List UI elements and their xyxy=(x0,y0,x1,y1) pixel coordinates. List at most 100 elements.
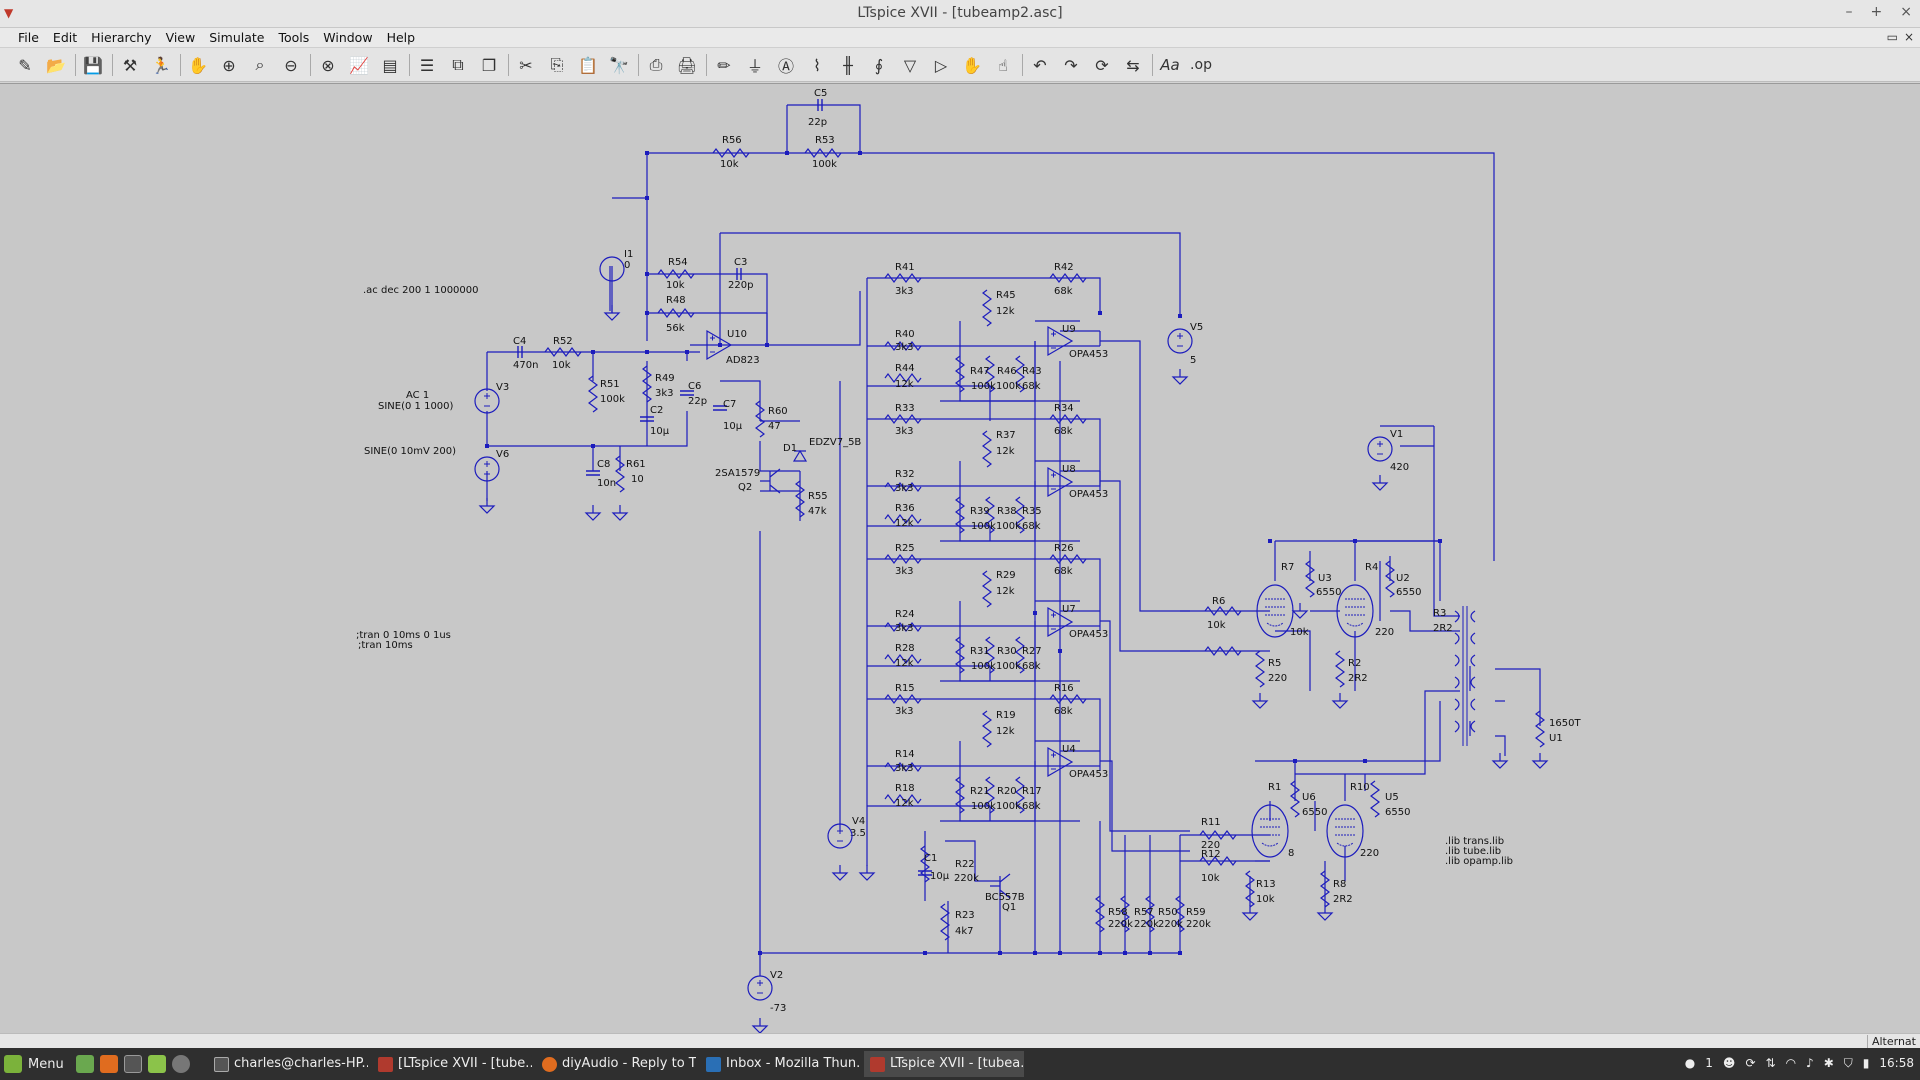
component-label: BC557B xyxy=(985,892,1025,903)
mdi-restore-icon[interactable]: ▭ xyxy=(1886,30,1898,44)
tile-horizontal-icon[interactable]: ☰ xyxy=(419,55,435,75)
label-net-icon[interactable]: Ⓐ xyxy=(777,57,794,76)
waveform-icon[interactable]: ▤ xyxy=(382,55,398,75)
component-label: C8 xyxy=(597,459,610,470)
mirror-icon[interactable]: ⇆ xyxy=(1126,55,1140,75)
zoom-out-icon[interactable]: ⊖ xyxy=(284,55,298,75)
maximize-icon[interactable]: + xyxy=(1870,4,1883,20)
inductor-icon[interactable]: ∮ xyxy=(874,55,884,75)
menu-edit[interactable]: Edit xyxy=(52,30,78,45)
paste-icon[interactable]: 📋 xyxy=(578,55,598,75)
menu-simulate[interactable]: Simulate xyxy=(209,30,265,45)
user-icon[interactable]: ☻ xyxy=(1722,1056,1736,1070)
show-desktop-icon[interactable] xyxy=(76,1055,94,1073)
task-ltspice-1[interactable]: [LTspice XVII - [tube... xyxy=(372,1051,532,1077)
capacitor-icon[interactable]: ╫ xyxy=(843,55,853,75)
update-icon[interactable]: ⟳ xyxy=(1745,1056,1756,1070)
run-icon[interactable]: 🏃 xyxy=(151,55,171,75)
v6-sine-label: SINE(0 10mV 200) xyxy=(364,446,456,457)
control-panel-icon[interactable]: ⚒ xyxy=(122,55,138,75)
ground-icon[interactable]: ⏚ xyxy=(746,57,763,76)
close-icon[interactable]: × xyxy=(1900,4,1912,20)
ladder-resistor-b xyxy=(1049,273,1087,283)
u4-opamp xyxy=(1047,746,1074,778)
tile-vertical-icon[interactable]: ⧉ xyxy=(452,55,464,74)
component-icon[interactable]: ▷ xyxy=(934,55,948,75)
cut-icon[interactable]: ✂ xyxy=(519,55,533,75)
task-diyaudio[interactable]: diyAudio - Reply to T... xyxy=(536,1051,696,1077)
ladder-resistor-d xyxy=(884,341,922,351)
r9-resistor xyxy=(1320,870,1330,908)
print-icon[interactable]: 🖨 xyxy=(676,55,698,75)
workspace-indicator[interactable]: 1 xyxy=(1705,1056,1713,1070)
wire-icon[interactable]: ✏ xyxy=(717,55,731,75)
component-label: R4 xyxy=(1365,562,1378,573)
move-icon[interactable]: ✋ xyxy=(962,55,982,75)
toolbar-separator xyxy=(75,54,76,76)
cascade-icon[interactable]: ❐ xyxy=(481,55,497,75)
camera-launcher-icon[interactable] xyxy=(172,1055,190,1073)
battery-icon[interactable]: ▮ xyxy=(1862,1056,1870,1070)
ladder-resistor-c xyxy=(982,430,992,468)
menu-window[interactable]: Window xyxy=(323,30,373,45)
zoom-pan-icon[interactable]: ⌕ xyxy=(255,55,265,74)
spice-directive-icon[interactable]: .op xyxy=(1190,57,1212,73)
diode-icon[interactable]: ▽ xyxy=(903,55,917,75)
task-thunderbird[interactable]: Inbox - Mozilla Thun... xyxy=(700,1051,860,1077)
component-label: R46 xyxy=(997,366,1017,377)
start-menu-button[interactable]: Menu xyxy=(4,1055,64,1073)
transformer-primary-coil xyxy=(1454,610,1460,623)
mdi-close-icon[interactable]: × xyxy=(1903,30,1914,44)
component-label: U4 xyxy=(1062,744,1076,755)
undo-icon[interactable]: ↶ xyxy=(1033,55,1047,75)
ltspice-app-icon[interactable]: ▼ xyxy=(4,6,14,20)
component-label: 2R2 xyxy=(1333,894,1353,905)
resistor-icon[interactable]: ⌇ xyxy=(813,55,821,75)
shield-icon[interactable]: ⛉ xyxy=(1843,1056,1853,1070)
toolbar-separator xyxy=(112,54,113,76)
schematic-drawing[interactable]: .ac dec 200 1 1000000 ;tran 0 10ms 0 1us… xyxy=(0,84,1920,1034)
menu-view[interactable]: View xyxy=(165,30,196,45)
notification-icon[interactable]: ● xyxy=(1684,1056,1696,1070)
menu-hierarchy[interactable]: Hierarchy xyxy=(91,30,152,45)
component-label: C2 xyxy=(650,405,663,416)
r56-resistor xyxy=(712,148,750,158)
bluetooth-icon[interactable]: ✱ xyxy=(1823,1056,1834,1070)
minimize-icon[interactable]: – xyxy=(1845,4,1853,20)
open-icon[interactable]: 📂 xyxy=(46,55,66,75)
volume-icon[interactable]: ♪ xyxy=(1806,1056,1814,1070)
task-terminal[interactable]: charles@charles-HP... xyxy=(208,1051,368,1077)
save-icon[interactable]: 💾 xyxy=(83,55,103,75)
firefox-launcher-icon[interactable] xyxy=(100,1055,118,1073)
ladder-resistor-h xyxy=(1015,776,1025,814)
task-ltspice-2[interactable]: LTspice XVII - [tubea... xyxy=(864,1051,1024,1077)
copy-icon[interactable]: ⎘ xyxy=(550,55,564,74)
halt-icon[interactable]: ✋ xyxy=(188,55,208,75)
component-label: R12 xyxy=(1201,849,1221,860)
clock[interactable]: 16:58 xyxy=(1879,1056,1914,1070)
find-icon[interactable]: 🔭 xyxy=(609,55,629,75)
terminal-launcher-icon[interactable] xyxy=(124,1055,142,1073)
zoom-fit-icon[interactable]: ⊗ xyxy=(321,55,335,75)
component-label: C7 xyxy=(723,399,736,410)
wifi-icon[interactable]: ◠ xyxy=(1785,1056,1797,1070)
component-label: 470n xyxy=(513,360,538,371)
ladder-resistor-c xyxy=(982,710,992,748)
menu-file[interactable]: File xyxy=(18,30,39,45)
zoom-in-icon[interactable]: ⊕ xyxy=(222,55,236,75)
new-schematic-icon[interactable]: ✎ xyxy=(18,55,32,75)
ground-symbol xyxy=(1251,693,1269,709)
ladder-resistor-a xyxy=(884,273,922,283)
menu-help[interactable]: Help xyxy=(386,30,416,45)
text-icon[interactable]: Aa xyxy=(1160,56,1180,74)
rotate-icon[interactable]: ⟳ xyxy=(1095,55,1109,75)
print-setup-icon[interactable]: ⎙ xyxy=(649,55,663,74)
files-launcher-icon[interactable] xyxy=(148,1055,166,1073)
drag-icon[interactable]: ☝ xyxy=(998,55,1008,75)
redo-icon[interactable]: ↷ xyxy=(1064,55,1078,75)
network-icon[interactable]: ⇅ xyxy=(1765,1056,1776,1070)
autorange-icon[interactable]: 📈 xyxy=(349,55,369,75)
menu-tools[interactable]: Tools xyxy=(278,30,310,45)
c3-capacitor xyxy=(736,268,742,280)
schematic-canvas[interactable]: .ac dec 200 1 1000000 ;tran 0 10ms 0 1us… xyxy=(0,83,1920,1034)
